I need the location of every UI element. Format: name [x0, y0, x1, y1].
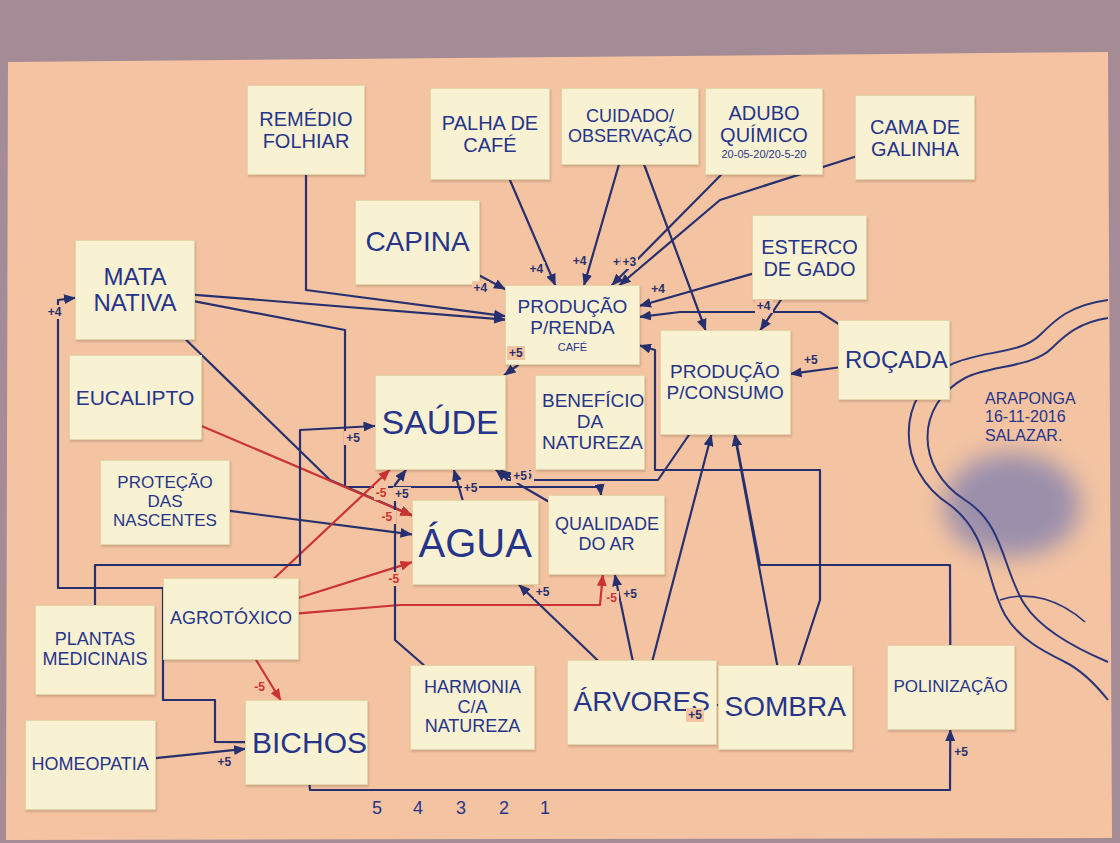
note-text: SAÚDE [382, 404, 499, 441]
weight-label: +5 [215, 755, 233, 769]
arrow-connector [640, 312, 838, 324]
sticky-note: PLANTAS MEDICINAIS [35, 605, 155, 695]
note-text: CAPINA [362, 227, 473, 258]
sticky-note: PRODUÇÃO P/CONSUMO [660, 330, 791, 435]
note-text: AGROTÓXICO [170, 609, 292, 629]
weight-label: +5 [621, 587, 639, 601]
note-text: ESTERCO DE GADO [759, 236, 860, 280]
note-text: PROTEÇÃO DAS NASCENTES [107, 474, 223, 530]
note-text: BENEFÍCIO DA NATUREZA [542, 391, 638, 454]
note-text: PRODUÇÃO P/RENDA [512, 297, 633, 339]
note-text: ÁGUA [419, 521, 532, 565]
note-subtext: 20-05-20/20-5-20 [712, 148, 816, 160]
sticky-note: POLINIZAÇÃO [887, 645, 1015, 730]
note-text: EUCALIPTO [76, 386, 195, 409]
sticky-note: PRODUÇÃO P/RENDA CAFÉ [505, 285, 640, 365]
note-text: ROÇADA [845, 347, 943, 373]
arrow-connector [510, 180, 555, 285]
arrow-connector [791, 368, 839, 374]
note-text: QUALIDADE DO AR [555, 515, 658, 555]
sticky-note: PROTEÇÃO DAS NASCENTES [100, 460, 230, 545]
weight-label: -5 [374, 486, 389, 500]
weight-label: +4 [472, 281, 490, 295]
weight-label: +5 [534, 585, 552, 599]
weight-label: +4 [528, 262, 546, 276]
weight-label: +3 [621, 255, 639, 269]
blurred-patch [944, 453, 1080, 557]
note-subtext: CAFÉ [512, 341, 633, 353]
note-text: PRODUÇÃO P/CONSUMO [667, 362, 784, 404]
arrow-connector [230, 511, 412, 534]
note-text: MATA NATIVA [82, 264, 188, 317]
river-outline [928, 318, 1109, 662]
sticky-note: ÁGUA [412, 500, 539, 585]
note-text: HOMEOPATIA [32, 755, 149, 775]
scale-number: 4 [413, 798, 423, 819]
sticky-note: ROÇADA [838, 320, 950, 400]
arrow-connector [306, 175, 505, 316]
arrow-connector [275, 470, 390, 578]
weight-label: +5 [507, 346, 525, 360]
sticky-note: ÁRVORES [567, 660, 717, 745]
note-text: POLINIZAÇÃO [894, 678, 1008, 697]
sticky-note: PALHA DE CAFÉ [430, 88, 550, 180]
arrow-connector [612, 175, 721, 285]
arrow-connector [195, 295, 505, 320]
sticky-note: EUCALIPTO [69, 355, 202, 440]
sticky-note: CAMA DE GALINHA [855, 95, 975, 180]
weight-label: +4 [755, 299, 773, 313]
note-text: SOMBRA [725, 692, 846, 723]
paper-ground [6, 52, 1112, 840]
arrow-connector [519, 585, 597, 660]
sticky-note: AGROTÓXICO [163, 578, 299, 660]
arrow-connector [505, 365, 518, 375]
sticky-note: QUALIDADE DO AR [548, 495, 665, 575]
sticky-note: CAPINA [355, 200, 480, 285]
river-outline [1000, 596, 1085, 622]
weight-label: +5 [686, 708, 704, 722]
sticky-note: BICHOS [245, 700, 368, 785]
weight-label: +4 [46, 305, 64, 319]
weight-label: -5 [604, 591, 619, 605]
sticky-note: REMÉDIO FOLHIAR [247, 85, 365, 175]
weight-label: +4 [649, 282, 667, 296]
weight-label: -5 [380, 510, 395, 524]
sticky-note: SAÚDE [375, 375, 506, 470]
note-text: CUIDADO/ OBSERVAÇÃO [568, 107, 692, 147]
note-text: PLANTAS MEDICINAIS [42, 630, 148, 670]
weight-label: +5 [393, 487, 411, 501]
weight-label: +5 [952, 745, 970, 759]
note-text: BICHOS [252, 726, 361, 759]
annotation-text: ARAPONGA 16-11-2016 SALAZAR. [985, 390, 1097, 445]
arrow-connector [640, 346, 820, 666]
weight-label: -5 [252, 680, 267, 694]
sticky-note: MATA NATIVA [75, 240, 195, 340]
sticky-note: ADUBO QUÍMICO 20-05-20/20-5-20 [705, 88, 823, 175]
weight-label: +4 [571, 254, 589, 268]
weight-label: +5 [511, 469, 529, 483]
sticky-note: CUIDADO/ OBSERVAÇÃO [561, 88, 699, 165]
scale-number: 5 [372, 798, 382, 819]
arrow-connector [644, 165, 705, 330]
scale-number: 3 [456, 798, 466, 819]
note-text: CAMA DE GALINHA [862, 116, 968, 160]
weight-label: +5 [462, 481, 480, 495]
scale-number: 1 [540, 798, 550, 819]
sticky-note: SOMBRA [718, 665, 853, 750]
arrow-connector [640, 274, 752, 306]
weight-label: +5 [344, 431, 362, 445]
note-text: HARMONIA C/A NATUREZA [417, 678, 528, 737]
sticky-note: BENEFÍCIO DA NATUREZA [535, 375, 645, 470]
weight-label: +5 [802, 353, 820, 367]
note-text: ADUBO QUÍMICO [712, 102, 816, 146]
note-text: PALHA DE CAFÉ [437, 112, 543, 156]
sticky-note: HOMEOPATIA [25, 720, 156, 810]
weight-label: -5 [386, 572, 401, 586]
scale-number: 2 [499, 798, 509, 819]
note-text: REMÉDIO FOLHIAR [254, 108, 358, 152]
sticky-note: HARMONIA C/A NATUREZA [410, 665, 535, 750]
sticky-note: ESTERCO DE GADO [752, 215, 867, 300]
